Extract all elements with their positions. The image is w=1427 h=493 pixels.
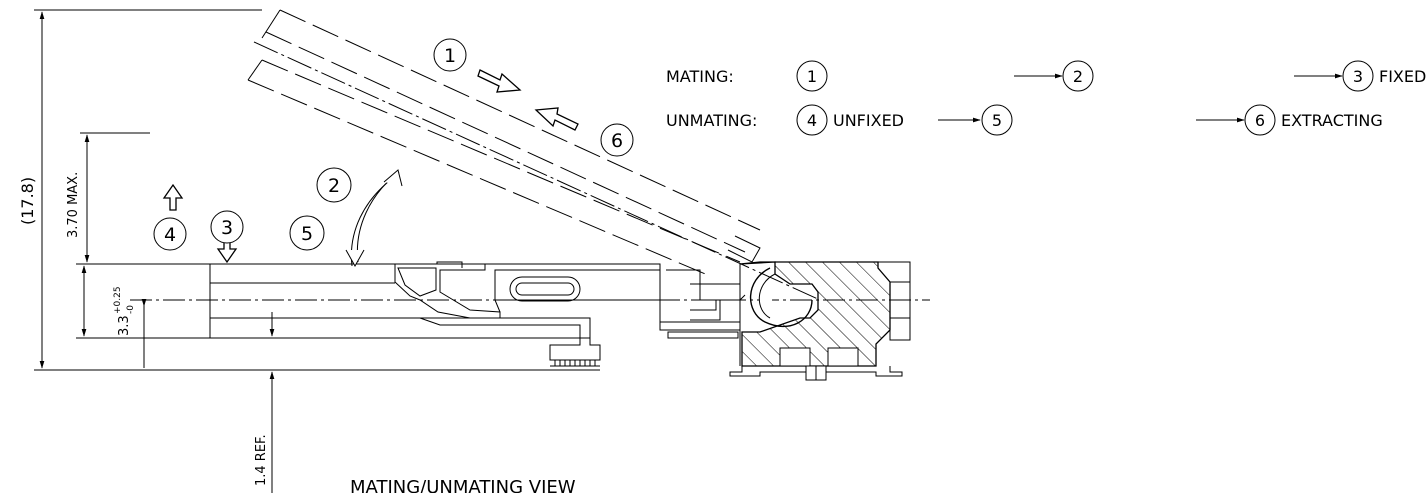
svg-text:2: 2 xyxy=(1073,67,1083,86)
svg-text:5: 5 xyxy=(992,111,1002,130)
extract-direction-arrow xyxy=(534,107,579,131)
svg-text:6: 6 xyxy=(611,130,623,152)
pcb-card-inserting-phantom xyxy=(247,9,821,301)
svg-text:6: 6 xyxy=(1255,111,1265,130)
action-arrows xyxy=(162,69,579,264)
callout-3: 3 xyxy=(210,210,244,244)
svg-text:4: 4 xyxy=(807,111,817,130)
dim-max-height: 3.70 MAX. xyxy=(66,172,81,238)
legend-unmating: UNMATING: 4 UNFIXED 5 6 EXTRACTING xyxy=(666,104,1383,136)
callout-6: 6 xyxy=(600,123,634,157)
callout-4: 4 xyxy=(153,217,187,251)
unfix-up-arrow xyxy=(162,183,184,211)
connector-housing-section xyxy=(729,261,911,381)
dim-ref: 1.4 REF. xyxy=(254,434,269,486)
rotation-arrow xyxy=(345,169,403,268)
callout-5: 5 xyxy=(289,215,325,251)
legend-mating: MATING: 1 2 3 FIXED xyxy=(666,60,1426,92)
svg-text:UNFIXED: UNFIXED xyxy=(833,111,904,130)
dim-height: 3.3 +0.25 -0 xyxy=(113,286,136,336)
svg-text:UNMATING:: UNMATING: xyxy=(666,111,757,130)
view-title: MATING/UNMATING VIEW xyxy=(350,477,576,493)
svg-text:3.3: 3.3 xyxy=(117,315,132,336)
svg-text:3: 3 xyxy=(221,217,233,239)
dimension-lines xyxy=(34,9,600,493)
svg-text:4: 4 xyxy=(164,224,176,246)
svg-text:-0: -0 xyxy=(126,305,136,314)
svg-text:+0.25: +0.25 xyxy=(113,286,123,314)
svg-text:5: 5 xyxy=(301,223,313,245)
svg-text:MATING:: MATING: xyxy=(666,67,734,86)
callout-2: 2 xyxy=(316,167,352,203)
svg-text:3: 3 xyxy=(1353,67,1363,86)
svg-text:EXTRACTING: EXTRACTING xyxy=(1281,111,1383,130)
svg-text:2: 2 xyxy=(328,175,340,197)
callout-1: 1 xyxy=(433,38,467,72)
svg-text:FIXED: FIXED xyxy=(1379,67,1426,86)
connector-body xyxy=(394,261,746,367)
dim-overall: (17.8) xyxy=(18,177,37,225)
svg-text:1: 1 xyxy=(807,67,817,86)
insert-direction-arrow xyxy=(477,69,522,93)
svg-text:1: 1 xyxy=(444,45,456,67)
bottom-teeth xyxy=(550,359,600,367)
